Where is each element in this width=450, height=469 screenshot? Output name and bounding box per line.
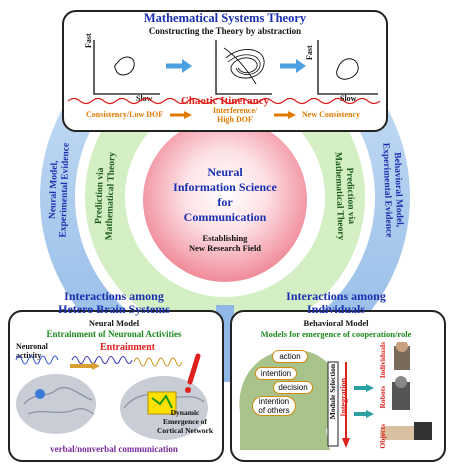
center-core — [143, 118, 307, 282]
entrainment-of-activities: Entrainment of Neuronal Activities — [46, 329, 182, 339]
models-for-cooperation: Models for emergence of cooperation/role — [260, 329, 412, 339]
center-title: Neural Information Science for Communica… — [173, 165, 277, 224]
objects-label: Objects — [378, 424, 387, 449]
consistency-low-dof: Consistency/Low DOF — [86, 110, 164, 119]
wavy-line — [68, 97, 380, 105]
fast-label-1: Fast — [84, 33, 93, 48]
new-consistency: New Consistency — [302, 110, 360, 119]
interference-high-dof: Interference/ High DOF — [212, 106, 258, 124]
math-theory-panel — [62, 10, 388, 132]
neural-model-label: Neural Model — [88, 318, 140, 328]
phase-space-plots — [93, 40, 378, 95]
right-title: Interactions among Individuals — [286, 289, 386, 316]
individuals-label: Individuals — [378, 342, 387, 379]
module-selection-label: Module Selection — [328, 364, 337, 420]
entrainment-label: Entrainment — [100, 342, 155, 353]
box-intention-others: intention of others — [252, 396, 296, 416]
chaotic-itinerancy: Chaotic Itinerancy — [180, 95, 270, 107]
dynamic-emergence-label: Dynamic Emergence of Cortical Network — [156, 408, 214, 435]
slow-label-2: Slow — [340, 94, 357, 103]
integration-label: Integration — [339, 378, 348, 417]
box-intention: intention — [255, 367, 297, 380]
robots-label: Robots — [378, 386, 387, 409]
math-theory-title: Mathematical Systems Theory — [143, 11, 307, 25]
math-theory-subtitle: Constructing the Theory by abstraction — [148, 26, 302, 36]
orange-arrows — [170, 111, 296, 119]
verbal-nonverbal: verbal/nonverbal communication — [50, 444, 178, 454]
brain-illustration — [15, 353, 208, 440]
fast-label-2: Fast — [305, 45, 314, 60]
center-subtitle: Establishing New Research Field — [188, 233, 262, 253]
neuronal-activity-label: Neuronal activity — [16, 342, 48, 360]
box-decision: decision — [273, 381, 313, 394]
box-action: action — [272, 350, 308, 363]
behavioral-model-label: Behavioral Model — [303, 318, 369, 328]
left-title: Interactions among Hetero Brain Systems — [58, 289, 170, 316]
